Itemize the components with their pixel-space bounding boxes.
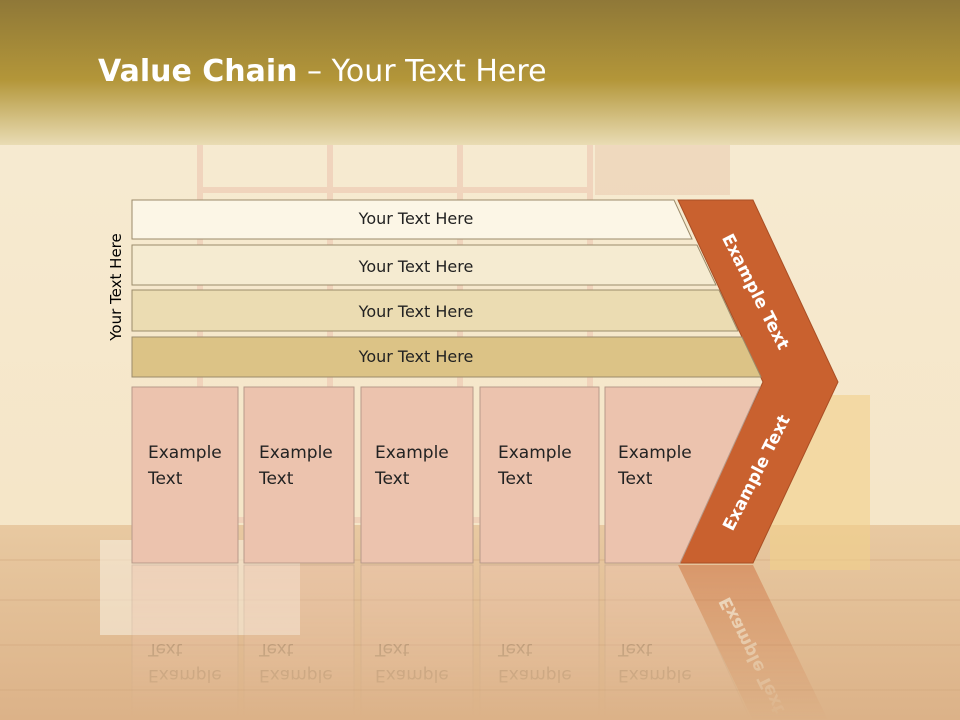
svg-text:Text: Text	[617, 639, 653, 659]
svg-text:Example: Example	[618, 665, 692, 685]
support-bar-2-label: Your Text Here	[358, 257, 474, 276]
primary-box-4	[479, 386, 600, 564]
primary-box-1	[131, 386, 239, 564]
chevron-shape	[677, 199, 839, 564]
primary-box-5-line1: Example	[618, 443, 692, 463]
primary-box-3	[360, 386, 474, 564]
primary-box-5-line2: Text	[617, 469, 653, 489]
support-bar-4	[131, 336, 762, 378]
svg-text:Text: Text	[374, 639, 410, 659]
page-title: Value Chain – Your Text Here	[98, 54, 547, 89]
svg-text:Text: Text	[147, 639, 183, 659]
support-bar-4-label: Your Text Here	[358, 347, 474, 366]
primary-box-2-line1: Example	[259, 443, 333, 463]
support-bar-3	[131, 289, 739, 332]
primary-box-4-line2: Text	[497, 469, 533, 489]
primary-box-1-line2: Text	[147, 469, 183, 489]
svg-text:Example: Example	[148, 665, 222, 685]
support-bar-1-label: Your Text Here	[358, 209, 474, 228]
page-title-bold: Value Chain	[98, 54, 298, 89]
primary-box-3-line1: Example	[375, 443, 449, 463]
svg-text:Text: Text	[497, 639, 533, 659]
svg-text:Example: Example	[259, 665, 333, 685]
primary-box-1-line1: Example	[148, 443, 222, 463]
primary-box-4-line1: Example	[498, 443, 572, 463]
svg-text:Text: Text	[258, 639, 294, 659]
page-title-rest: – Your Text Here	[297, 54, 547, 89]
primary-box-5	[604, 386, 761, 564]
svg-text:Example: Example	[375, 665, 449, 685]
support-bar-1	[131, 199, 693, 240]
primary-box-2	[243, 386, 355, 564]
svg-text:Example: Example	[498, 665, 572, 685]
support-bar-3-label: Your Text Here	[358, 302, 474, 321]
primary-box-2-line2: Text	[258, 469, 294, 489]
support-bar-2	[131, 244, 717, 286]
diagram-reflection: Example Text Example Text Example Text Exam…	[131, 564, 828, 720]
primary-box-3-line2: Text	[374, 469, 410, 489]
